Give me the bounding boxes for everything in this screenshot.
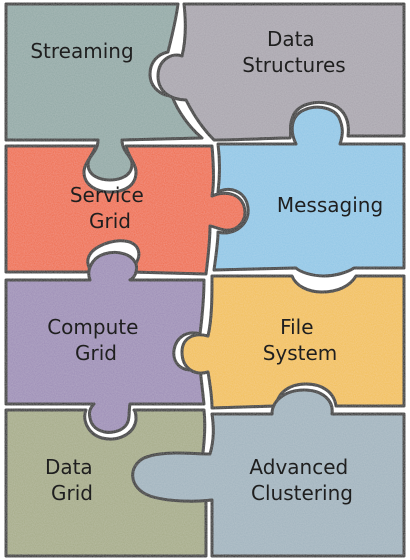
piece-messaging-label: Messaging — [277, 193, 383, 217]
piece-compute-grid-shape — [4, 250, 206, 434]
piece-data-structures-label: Data Structures — [242, 27, 345, 77]
piece-file-system-label: File System — [263, 315, 338, 365]
piece-compute-grid: Compute Grid — [4, 250, 206, 434]
piece-advanced-clustering-label: Advanced Clustering — [249, 455, 354, 505]
piece-service-grid-shape — [4, 144, 247, 276]
piece-streaming-shape — [4, 2, 204, 182]
piece-data-grid-label: Data Grid — [45, 455, 99, 505]
piece-file-system: File System — [180, 274, 406, 410]
piece-messaging: Messaging — [212, 105, 406, 278]
piece-data-structures-shape — [156, 2, 406, 142]
piece-data-grid: Data Grid — [4, 408, 208, 558]
piece-service-grid-label: Service Grid — [70, 183, 150, 233]
piece-data-structures: Data Structures — [156, 2, 406, 142]
piece-compute-grid-label: Compute Grid — [47, 315, 145, 365]
piece-streaming-label: Streaming — [30, 39, 133, 63]
piece-advanced-clustering-shape — [131, 388, 406, 558]
piece-messaging-shape — [212, 105, 406, 278]
piece-service-grid: Service Grid — [4, 144, 247, 276]
piece-advanced-clustering: Advanced Clustering — [131, 388, 406, 558]
piece-streaming: Streaming — [4, 2, 204, 182]
